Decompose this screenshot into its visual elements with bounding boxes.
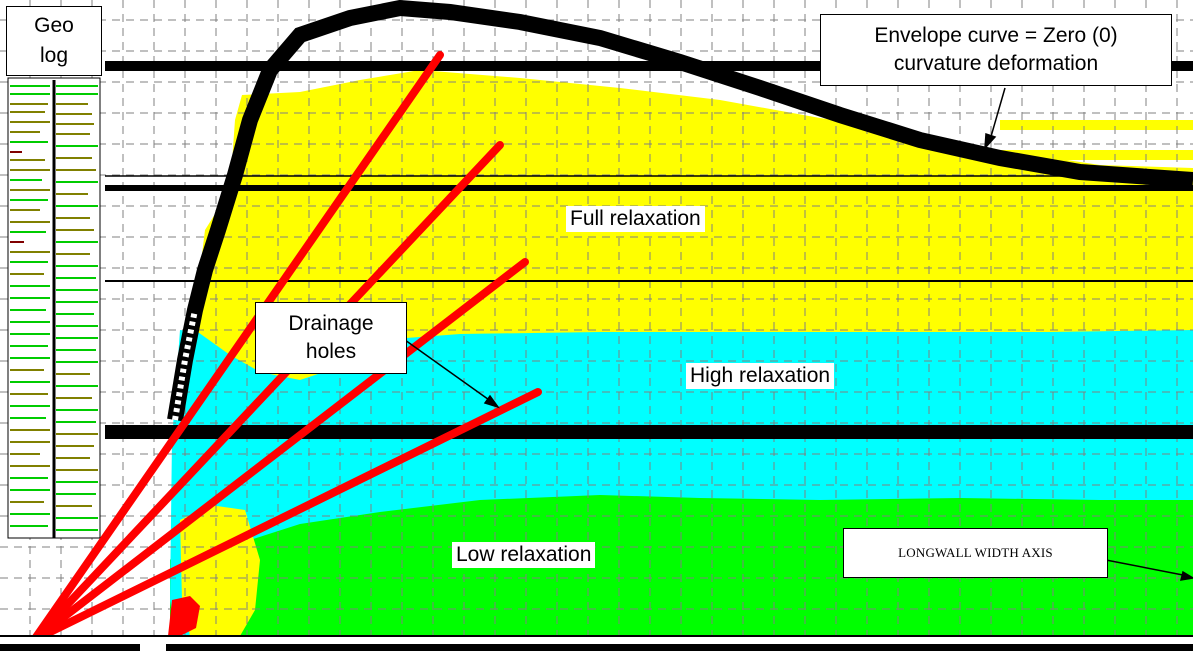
bottom-baseline — [0, 635, 1193, 651]
drill-site-marker — [168, 596, 200, 636]
geo-log-strata-left — [10, 85, 50, 527]
drainage-hole-3 — [30, 258, 529, 644]
drainage-holes-callout-line2: holes — [305, 340, 357, 363]
drainage-holes — [30, 51, 542, 644]
envelope-curve-callout-line2: curvature deformation — [893, 52, 1099, 75]
envelope-curve-callout-line1: Envelope curve = Zero (0) — [874, 24, 1118, 47]
geo-log-column — [7, 77, 101, 539]
drainage-holes-callout-line1: Drainage — [288, 312, 374, 335]
drainage-hole-1 — [30, 51, 444, 644]
geo-log-label-line2: log — [39, 44, 68, 67]
envelope-curve — [167, 0, 1193, 422]
full-relaxation-label: Full relaxation — [566, 206, 705, 232]
geo-log-label: Geo log — [6, 6, 102, 76]
low-relaxation-label: Low relaxation — [452, 542, 596, 568]
geo-log-label-line1: Geo — [34, 14, 74, 37]
drainage-holes-callout: Drainage holes — [255, 302, 407, 374]
callout-arrows — [404, 87, 1193, 581]
envelope-curve-callout: Envelope curve = Zero (0) curvature defo… — [820, 14, 1172, 86]
drainage-hole-4 — [30, 388, 542, 644]
drainage-hole-2 — [30, 141, 504, 644]
longwall-width-axis-callout: LONGWALL WIDTH AXIS — [843, 528, 1108, 578]
high-relaxation-label: High relaxation — [686, 363, 835, 389]
longwall-width-axis-label: LONGWALL WIDTH AXIS — [898, 545, 1053, 560]
geo-log-strata-right — [56, 85, 98, 531]
